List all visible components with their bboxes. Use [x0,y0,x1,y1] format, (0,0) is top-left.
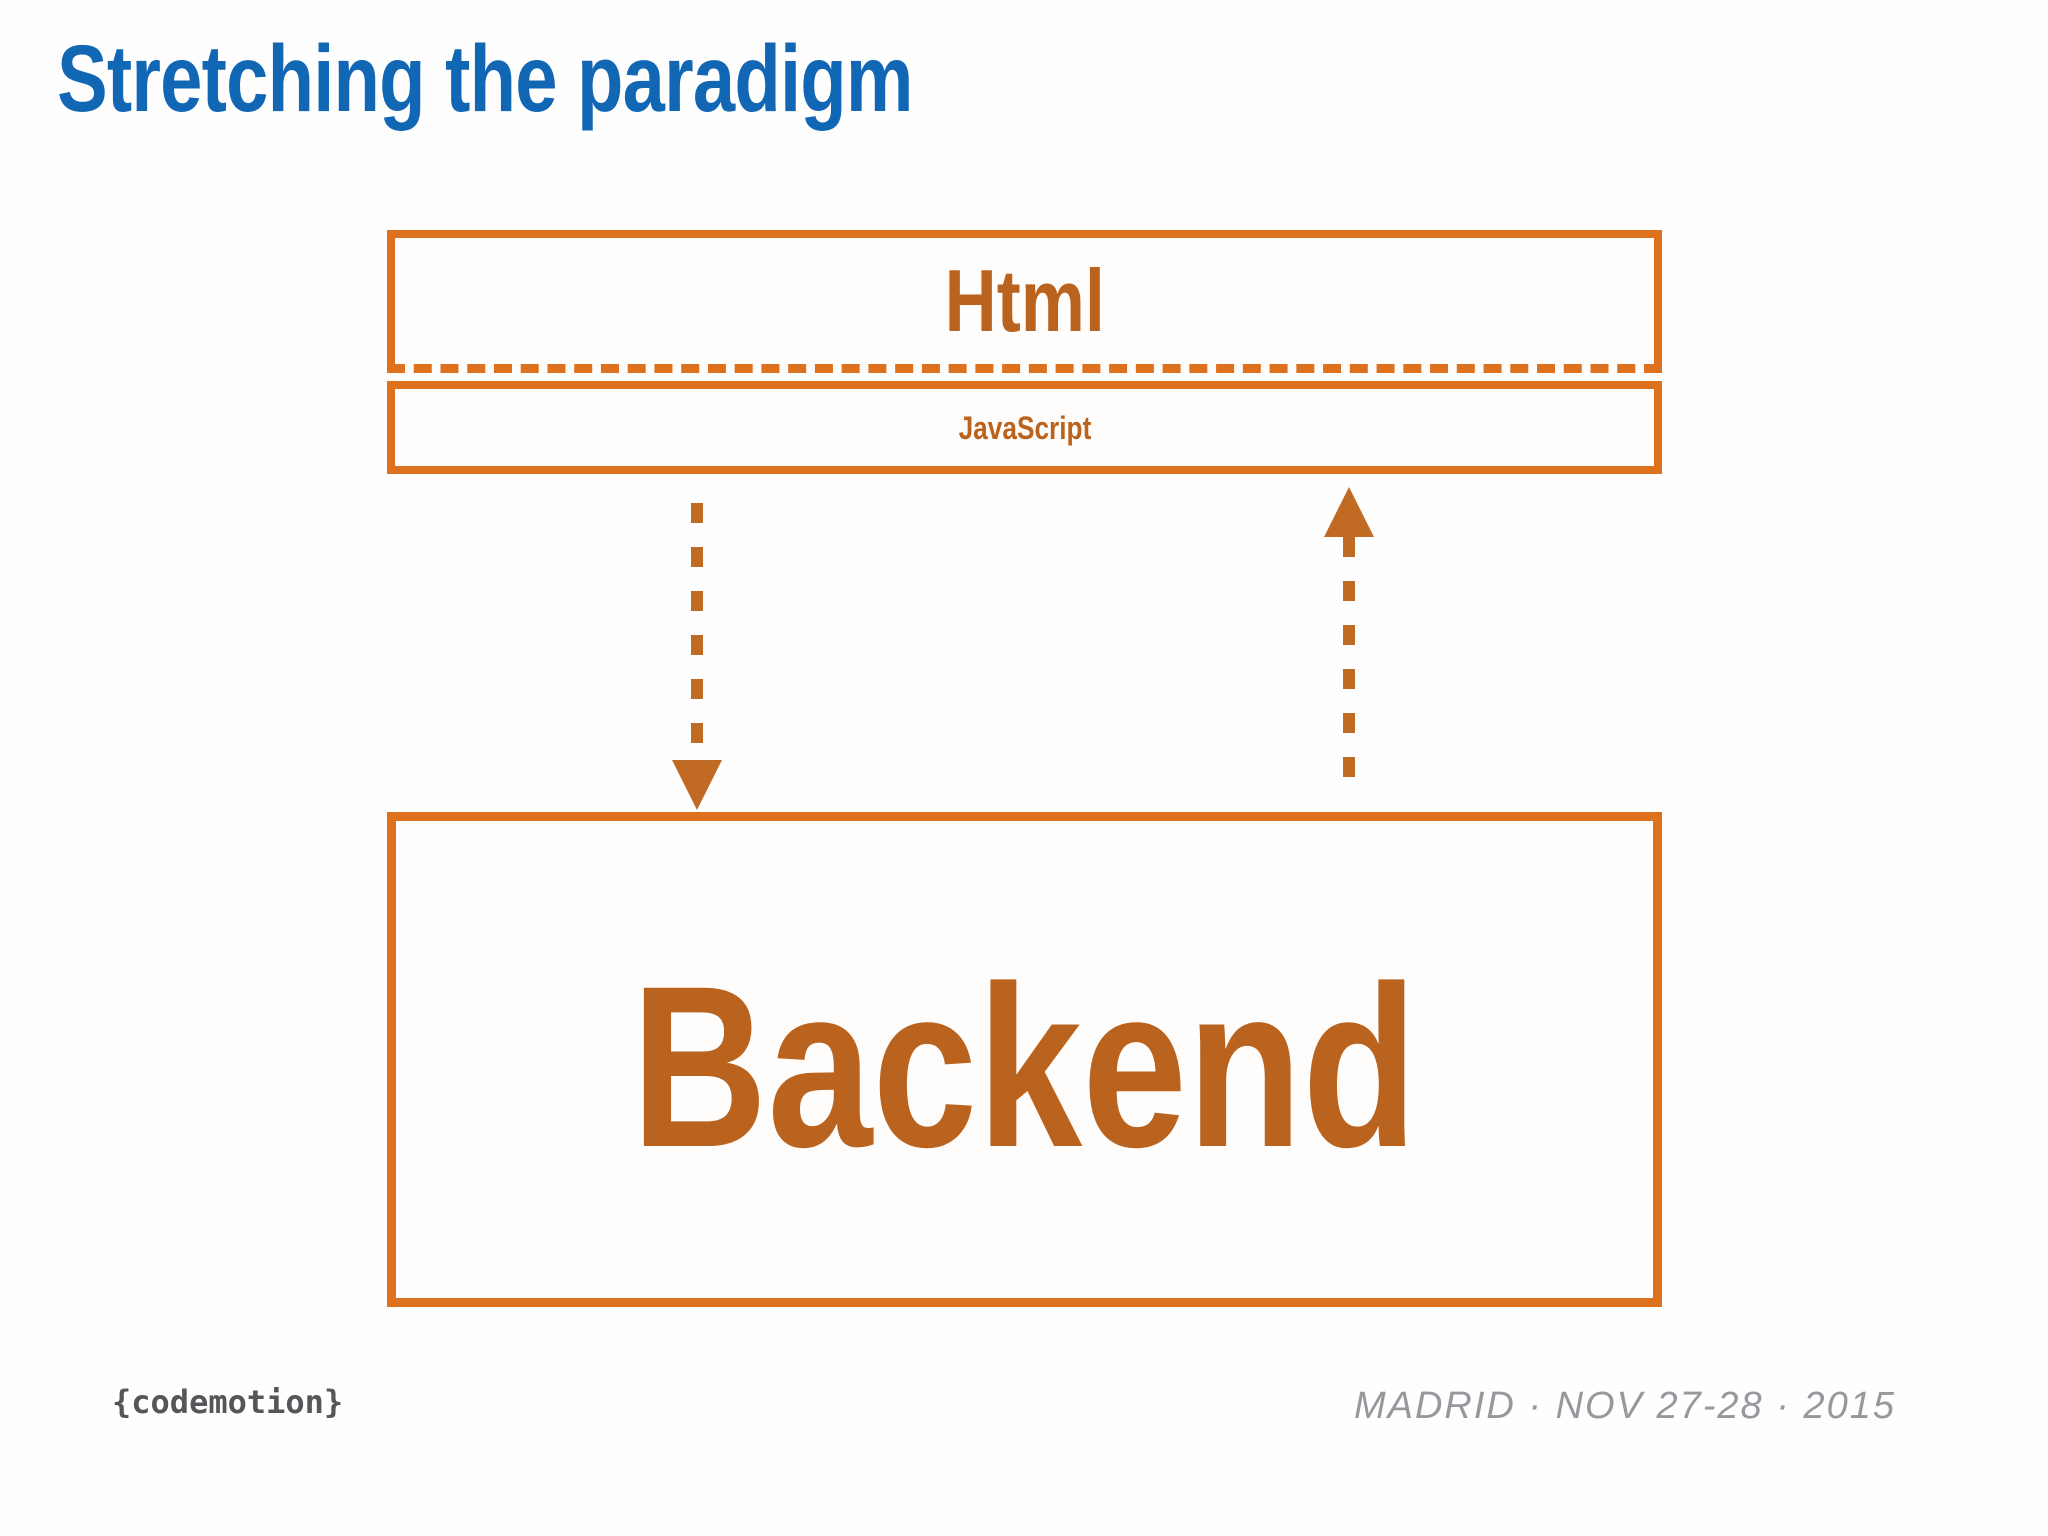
codemotion-logo: {codemotion} [112,1383,344,1421]
down-arrow-dashes [691,503,703,753]
upward-dashed-arrow [1324,487,1374,795]
up-arrow-dashes [1343,537,1355,783]
slide-title: Stretching the paradigm [57,26,914,132]
javascript-layer-box: JavaScript [387,381,1662,474]
event-footer: MADRID · NOV 27-28 · 2015 [1353,1385,1896,1427]
arrow-up-icon [1324,487,1374,537]
javascript-layer-label: JavaScript [958,409,1091,446]
backend-layer-label: Backend [631,937,1418,1195]
html-layer-label: Html [944,251,1105,350]
arrow-down-icon [672,760,722,810]
backend-layer-box: Backend [387,812,1662,1307]
downward-dashed-arrow [672,503,722,810]
html-layer-box: Html [387,230,1662,373]
